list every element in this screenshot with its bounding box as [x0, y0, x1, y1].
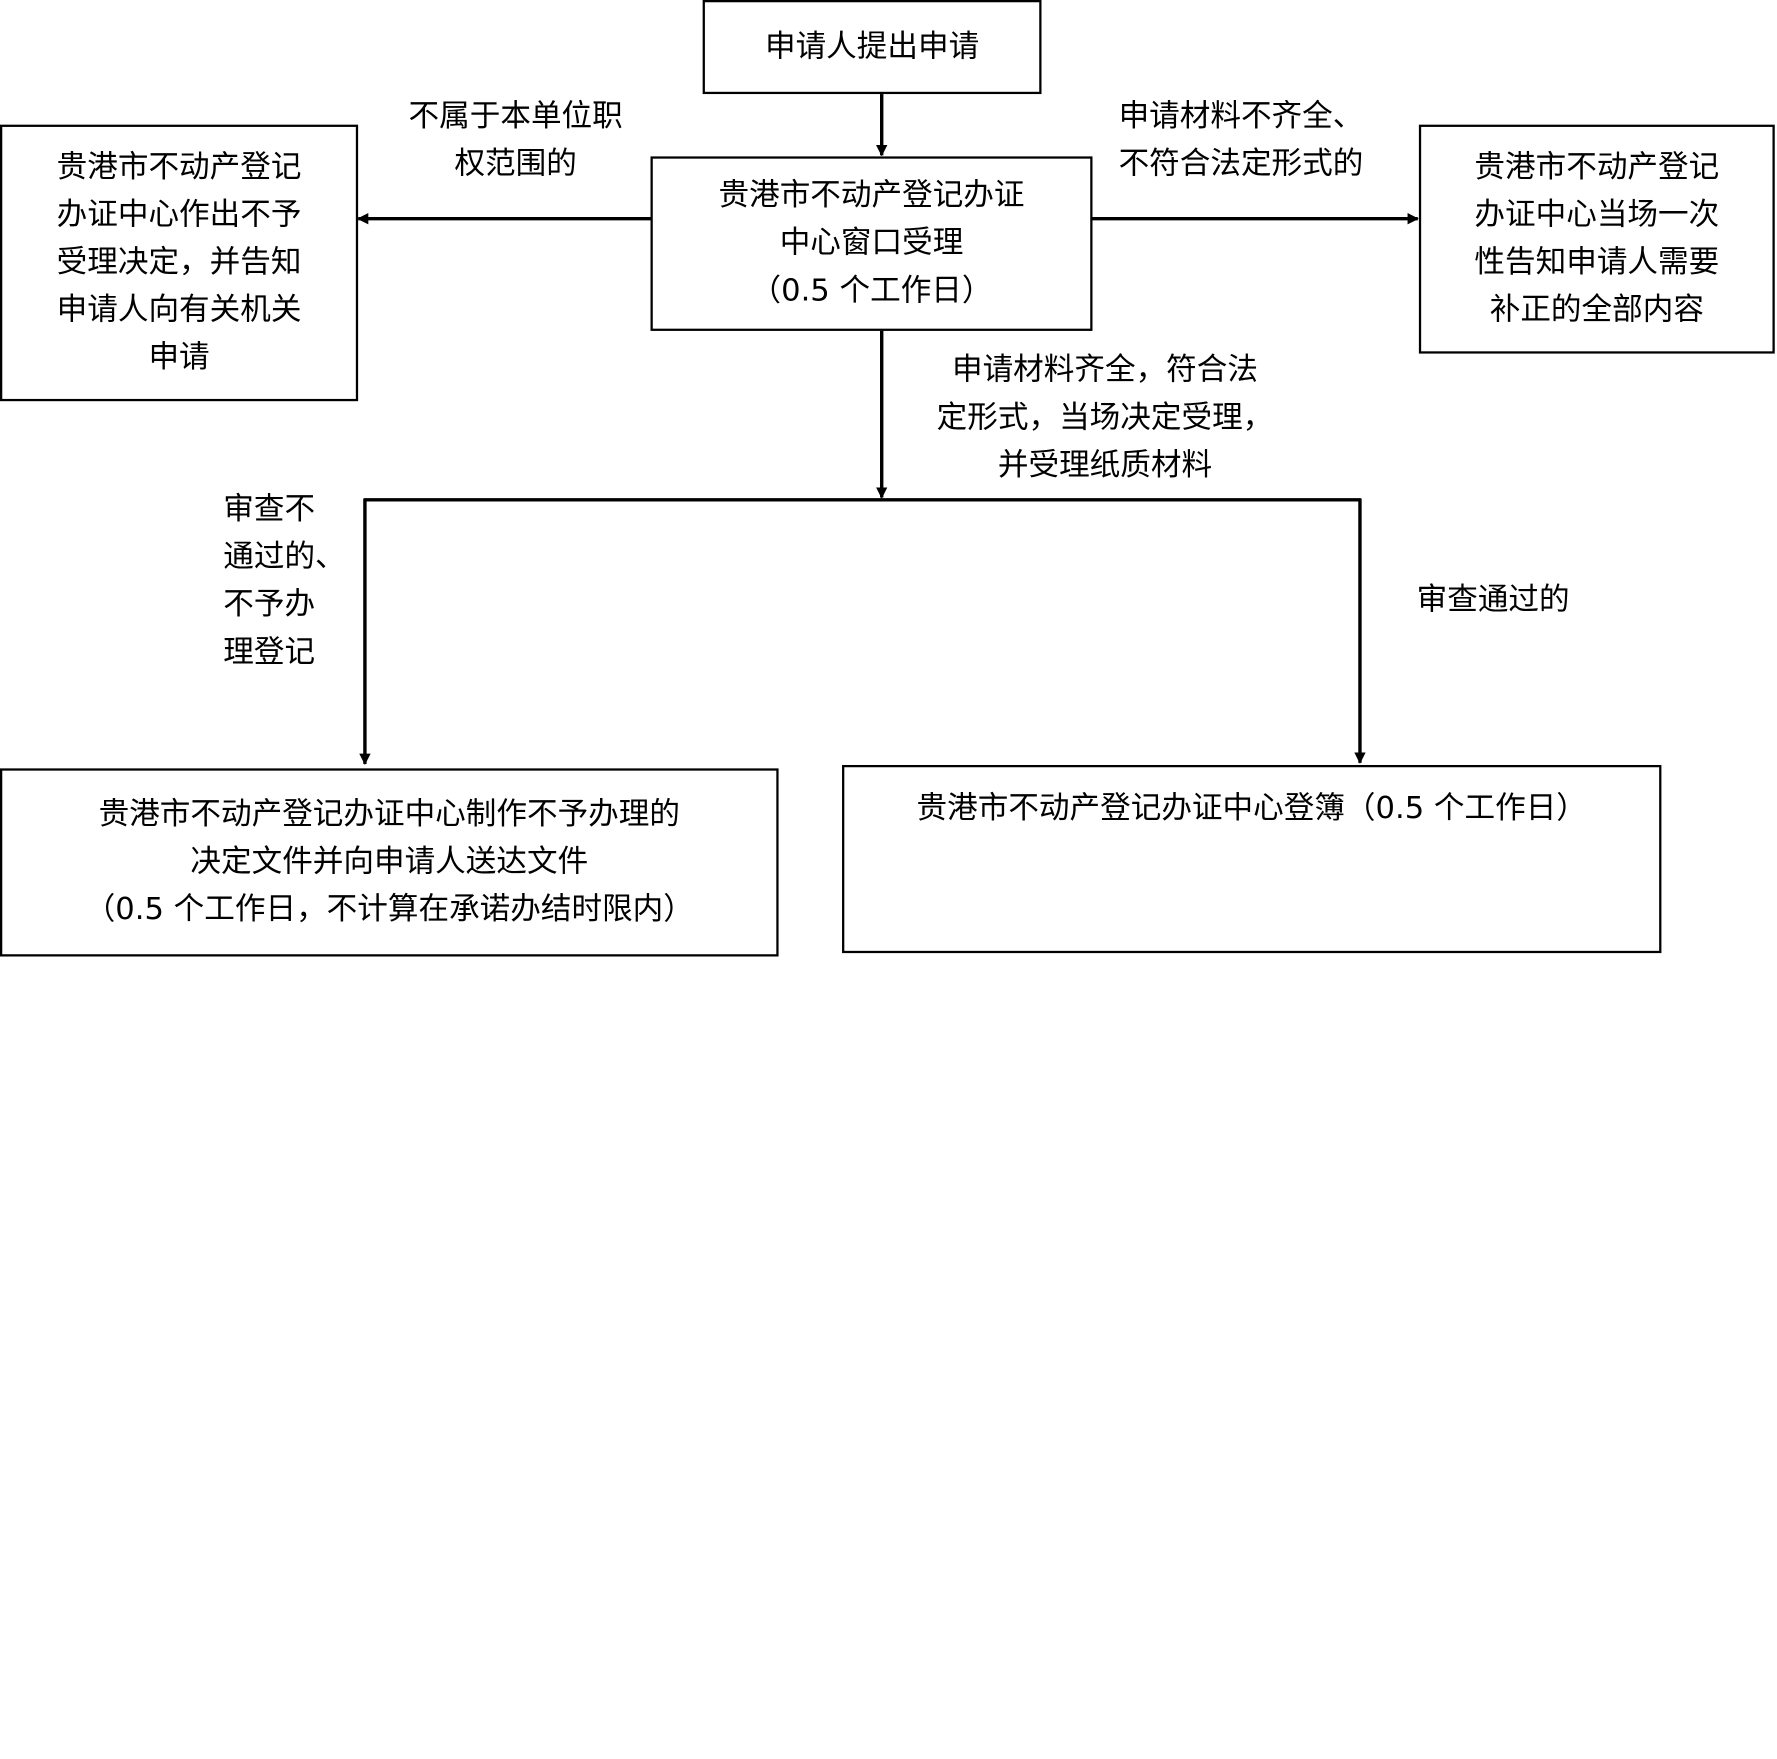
label-text: 不予办: [223, 587, 316, 623]
label-text: 理登记: [223, 634, 316, 670]
node-register: 贵港市不动产登记办证中心登簿（0.5 个工作日）: [842, 764, 1662, 954]
node-text: 中心窗口受理: [779, 225, 964, 261]
node-reject: 贵港市不动产登记 办证中心作出不予 受理决定，并告知 申请人向有关机关 申请: [0, 124, 359, 402]
node-text: 受理决定，并告知: [56, 244, 302, 280]
node-text: 贵港市不动产登记办证中心登簿（0.5 个工作日）: [916, 791, 1587, 827]
label-text: 审查通过的: [1416, 582, 1570, 618]
label-text: 不属于本单位职: [408, 98, 623, 134]
node-text: 办证中心当场一次: [1474, 197, 1720, 233]
node-text: 贵港市不动产登记: [1474, 149, 1720, 185]
node-text: 申请人向有关机关: [56, 292, 302, 328]
node-text: 申请: [148, 339, 210, 376]
label-text: 审查不: [223, 491, 316, 527]
label-out-of-scope: 不属于本单位职 权范围的: [385, 93, 646, 188]
label-text: 通过的、: [223, 539, 346, 575]
label-text: 申请材料不齐全、: [1118, 98, 1364, 134]
node-text: 补正的全部内容: [1489, 292, 1704, 328]
label-review-passed: 审查通过的: [1417, 577, 1570, 625]
node-text: 办证中心作出不予: [56, 197, 302, 233]
node-text: 决定文件并向申请人送达文件: [190, 844, 589, 880]
label-review-failed: 审查不 通过的、 不予办 理登记: [223, 486, 345, 676]
node-text: 申请人提出申请: [764, 28, 980, 65]
node-apply: 申请人提出申请: [702, 0, 1042, 95]
node-window-acceptance: 贵港市不动产登记办证 中心窗口受理 （0.5 个工作日）: [650, 156, 1093, 331]
label-text: 定形式，当场决定受理，: [936, 400, 1274, 436]
node-refuse: 贵港市不动产登记办证中心制作不予办理的 决定文件并向申请人送达文件 （0.5 个…: [0, 768, 779, 957]
label-text: 权范围的: [454, 146, 577, 182]
node-text: （0.5 个工作日，不计算在承诺办结时限内）: [84, 891, 694, 928]
node-notify: 贵港市不动产登记 办证中心当场一次 性告知申请人需要 补正的全部内容: [1418, 124, 1775, 354]
label-accepted: 申请材料齐全，符合法 定形式，当场决定受理， 并受理纸质材料: [924, 347, 1287, 490]
node-text: 贵港市不动产登记办证: [718, 177, 1025, 214]
label-text: 并受理纸质材料: [997, 447, 1213, 483]
node-text: 贵港市不动产登记: [56, 149, 302, 185]
node-text: 性告知申请人需要: [1474, 244, 1720, 280]
label-text: 不符合法定形式的: [1118, 146, 1364, 182]
node-text: （0.5 个工作日）: [750, 273, 993, 309]
label-text: 申请材料齐全，符合法: [951, 352, 1258, 388]
node-text: 贵港市不动产登记办证中心制作不予办理的: [98, 796, 680, 832]
label-incomplete: 申请材料不齐全、 不符合法定形式的: [1094, 93, 1389, 188]
